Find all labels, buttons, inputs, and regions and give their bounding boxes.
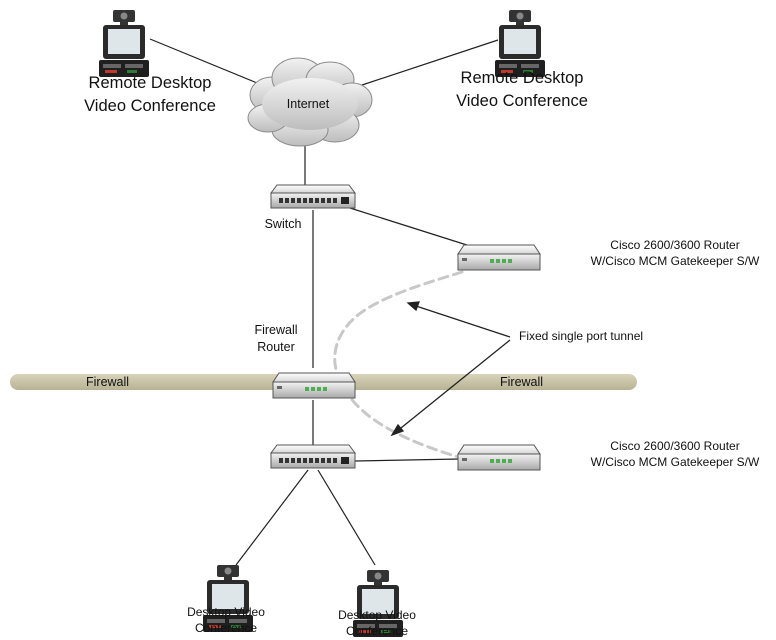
firewall-router-icon [272,372,356,399]
router-top-label: Cisco 2600/3600 Router W/Cisco MCM Gatek… [590,238,760,268]
firewall-left-label: Firewall [86,375,130,389]
desktop-right-label: Desktop Video Conference [338,608,416,638]
remote-left-computer-icon [99,10,149,77]
firewall-right-label: Firewall [500,375,544,389]
internet-cloud [247,57,373,147]
tunnel-label: Fixed single port tunnel [519,329,644,343]
arrowhead-upper [406,301,420,312]
switch-label: Switch [264,217,302,231]
router-top-icon [457,244,541,271]
router-bottom-label: Cisco 2600/3600 Router W/Cisco MCM Gatek… [590,439,760,469]
arrow-lower [395,339,511,433]
arrowhead-lower [390,423,405,437]
desktop-left-label: Desktop Video Conference [187,605,265,635]
link-switch-bottom-desktop-left [235,469,309,566]
link-switch-bottom-desktop-right [317,469,376,566]
remote-left-label: Remote Desktop Video Conference [84,74,216,115]
remote-right-label: Remote Desktop Video Conference [456,69,588,110]
link-switch-router-top [349,207,471,247]
tunnel-path [333,270,464,460]
link-remote-left-internet [149,38,263,86]
link-internet-remote-right [361,39,499,86]
link-switch-bottom-router-bottom [354,458,461,462]
connections [149,38,499,566]
tunnel-arrows [390,301,511,437]
internet-label: Internet [286,97,330,111]
router-bottom-icon [457,444,541,471]
arrow-upper [412,304,511,338]
switch-bottom-icon [270,444,356,469]
switch-icon [270,184,356,209]
firewall-router-label: Firewall Router [254,323,298,354]
